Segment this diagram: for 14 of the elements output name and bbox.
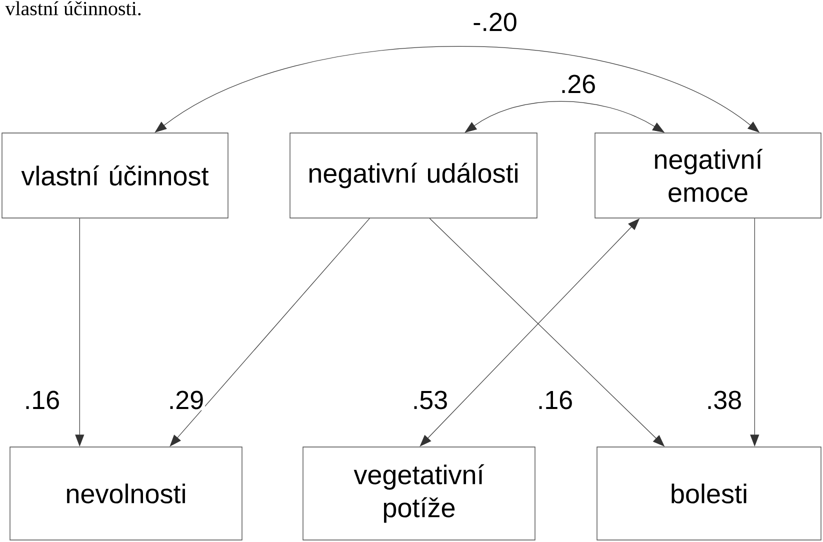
edge-label: .53: [410, 390, 450, 410]
edge-label: .26: [558, 74, 598, 94]
edge-label: -.20: [472, 12, 518, 32]
variable-box: vegetativní potíže: [302, 446, 536, 540]
caption-text: vlastní účinnosti.: [5, 1, 141, 16]
variable-box: negativní emoce: [594, 132, 822, 218]
edge-label: .16: [536, 390, 574, 410]
edge-label: .38: [704, 390, 744, 410]
variable-box: bolesti: [596, 446, 822, 540]
variable-box: vlastní účinnost: [2, 132, 228, 218]
variable-box: nevolnosti: [10, 446, 242, 540]
edge-label: .16: [22, 390, 62, 410]
edge-label: .29: [166, 390, 206, 410]
variable-box: negativní události: [290, 132, 538, 218]
